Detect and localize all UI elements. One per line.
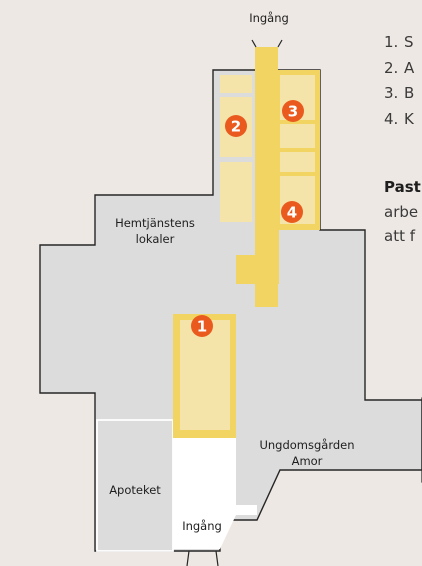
room-2-top (220, 75, 252, 93)
paragraph-line-2: arbe (384, 202, 419, 221)
label-ungdom-1: Ungdomsgården (259, 438, 354, 452)
label-apoteket: Apoteket (109, 483, 161, 497)
marker-2-circle (225, 115, 247, 137)
room-1 (180, 320, 230, 430)
legend-item-4: 4. K (384, 107, 414, 133)
marker-2-number: 2 (231, 118, 241, 136)
legend-text: B (404, 84, 415, 102)
info-paragraph: Past arbe att f (384, 175, 421, 249)
legend-number: 3. (384, 84, 399, 102)
paragraph-bold: Past (384, 178, 421, 196)
label-hemtjanst-1: Hemtjänstens (115, 216, 195, 230)
marker-1[interactable]: 1 (191, 315, 213, 337)
marker-4-number: 4 (287, 204, 297, 222)
entrance-top-lines (251, 39, 283, 48)
legend-text: K (404, 109, 414, 128)
label-entrance-top: Ingång (249, 11, 289, 25)
legend-number: 4. (384, 109, 399, 128)
entrance-bottom-lines (186, 550, 219, 566)
legend-number: 2. (384, 58, 399, 77)
room-3-bottom (280, 124, 315, 148)
marker-1-circle (191, 315, 213, 337)
upper-corridor (255, 47, 278, 307)
label-hemtjanst-2: lokaler (136, 232, 175, 246)
legend-item-1: 1. S (384, 30, 414, 56)
legend-text: S (404, 33, 414, 51)
label-ungdom-2: Amor (292, 454, 323, 468)
legend-item-3: 3. B (384, 81, 414, 107)
room-2-bottom (220, 162, 252, 222)
legend-item-2: 2. A (384, 56, 414, 82)
paragraph-line-3: att f (384, 227, 416, 245)
marker-1-number: 1 (197, 318, 207, 336)
label-entrance-bottom: Ingång (182, 519, 222, 533)
legend-text: A (404, 58, 415, 77)
marker-3[interactable]: 3 (282, 100, 304, 122)
marker-2[interactable]: 2 (225, 115, 247, 137)
entrance-area-bottom (173, 438, 257, 549)
room-4-top (280, 152, 315, 172)
legend-list: 1. S 2. A 3. B 4. K (384, 30, 414, 132)
marker-3-circle (282, 100, 304, 122)
marker-3-number: 3 (288, 103, 298, 121)
apoteket-room (96, 419, 174, 552)
legend-number: 1. (384, 33, 399, 51)
marker-4-circle (281, 201, 303, 223)
marker-4[interactable]: 4 (281, 201, 303, 223)
